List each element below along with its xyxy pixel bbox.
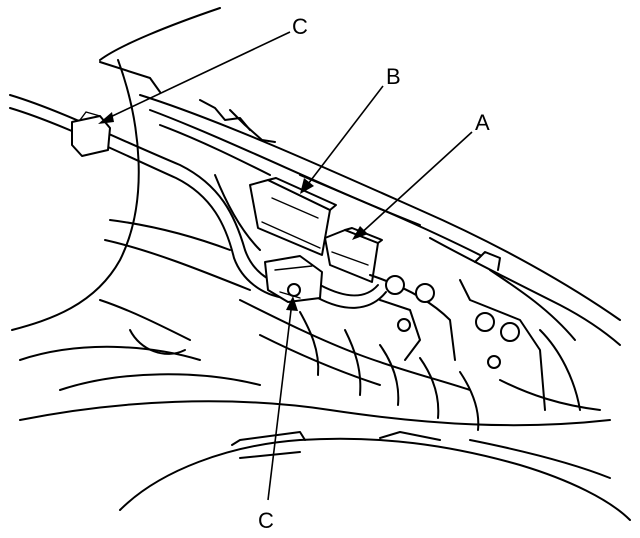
callout-a: A [475, 110, 490, 135]
arrow-c-bottom [286, 296, 298, 311]
arrow-b [300, 178, 314, 194]
engine-compartment [139, 94, 621, 346]
clip-c-top [71, 111, 111, 157]
arrow-a [352, 226, 368, 240]
leader-lines [98, 31, 473, 501]
callout-c-bottom: C [258, 508, 274, 533]
callout-b: B [386, 64, 401, 89]
lower-assembly [19, 219, 601, 431]
connector-c-bottom [264, 255, 323, 303]
bottom-panel [19, 400, 631, 521]
relay-a [324, 227, 383, 283]
callout-c-top: C [292, 14, 308, 39]
body-panel [11, 7, 221, 331]
arrow-c-top [98, 112, 114, 124]
leader-c-top [103, 31, 291, 121]
leader-c-bottom [267, 301, 293, 501]
leader-a [357, 131, 473, 237]
relay-b [249, 177, 337, 256]
leader-b [304, 85, 384, 189]
